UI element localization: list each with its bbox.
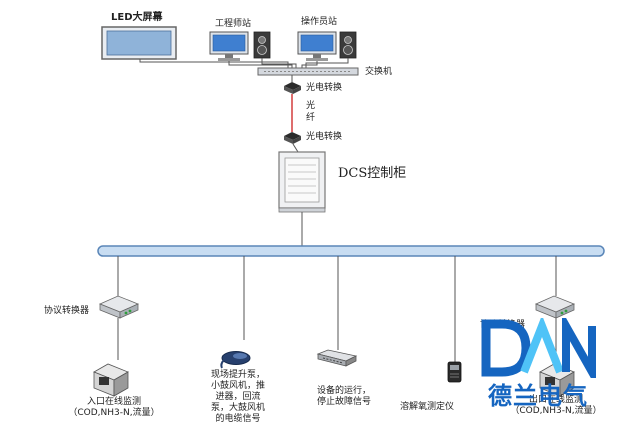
bus-drops [117,256,557,362]
equipment-status-line1: 设备的运行， [316,386,371,396]
field-bus [97,245,605,257]
field-signals-line1: 现场提升泵， [210,370,265,380]
protocol-converter-left-label: 协议转换器 [44,306,90,316]
equipment-status-line2: 停止故障信号 [316,397,371,407]
do-meter-label: 溶解氧测定仪 [400,402,455,412]
led-screen-label: LED大屏幕 [111,12,163,23]
dcs-cabinet-icon [278,151,326,213]
protocol-converter-left-icon [98,295,140,319]
engineer-station-icon [209,31,271,61]
operator-station-label: 操作员站 [301,17,338,27]
field-signals-line3: 进器，回流 [215,392,261,402]
field-signals-label: 现场提升泵， 小鼓风机，推 进器，回流 泵，大鼓风机 的电缆信号 [198,370,278,425]
switch-label: 交换机 [365,67,393,77]
operator-station-icon [297,31,357,61]
field-signals-line5: 的电缆信号 [215,414,261,424]
outlet-monitor-line2: （COD,NH3-N,流量） [510,406,602,416]
inlet-monitor-line1: 入口在线监测 [86,397,141,407]
equipment-status-label: 设备的运行， 停止故障信号 [304,386,384,408]
field-signals-line4: 泵，大鼓风机 [210,403,265,413]
fiber-label-2: 纤 [306,113,316,123]
inlet-monitor-label: 入口在线监测 （COD,NH3-N,流量） [64,397,164,419]
dcs-cabinet-label: DCS控制柜 [338,166,407,181]
do-meter-icon [447,361,462,383]
inlet-monitor-line2: （COD,NH3-N,流量） [68,408,160,418]
optical-converter-top-label: 光电转换 [306,83,343,93]
company-watermark: 德兰电气 [472,318,604,414]
protocol-converter-right-icon [534,295,576,319]
fiber-label-1: 光 [306,101,316,111]
outlet-monitor-label: 出口在线监测 （COD,NH3-N,流量） [504,395,608,417]
optical-converter-bottom-label: 光电转换 [306,132,343,142]
outlet-monitor-line1: 出口在线监测 [528,395,583,405]
cable-bundle-icon [220,351,251,369]
engineer-station-label: 工程师站 [215,19,252,29]
led-screen-icon [101,26,177,60]
watermark-text: 德兰电气 [488,382,588,410]
switch-icon [257,67,359,76]
station-links [139,58,349,68]
optical-converter-top-icon [284,82,301,94]
field-signals-line2: 小鼓风机，推 [210,381,265,391]
inlet-monitor-icon [93,363,129,397]
optical-converter-bottom-icon [284,132,301,144]
status-device-icon [316,349,358,367]
watermark-logo-icon [481,318,596,378]
